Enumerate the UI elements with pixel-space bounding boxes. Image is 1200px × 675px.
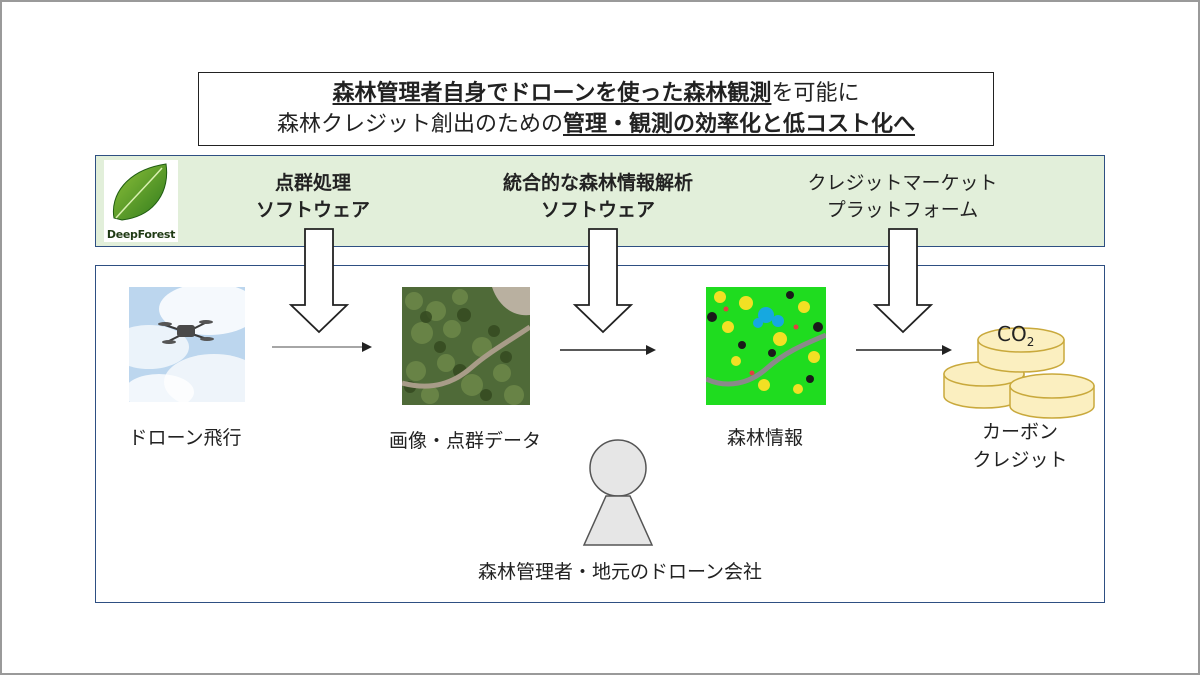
analysis-software-line1: 統合的な森林情報解析 xyxy=(502,172,693,194)
co2-text: CO xyxy=(997,322,1027,346)
title-line-2: 森林クレジット創出のための管理・観測の効率化と低コスト化へ xyxy=(199,109,993,140)
aerial-forest-image xyxy=(402,287,530,405)
forest-manager-label: 森林管理者・地元のドローン会社 xyxy=(477,561,763,583)
drone-flight-label: ドローン飛行 xyxy=(128,427,242,449)
person-icon xyxy=(582,439,654,546)
title-line-2-emphasis: 管理・観測の効率化と低コスト化へ xyxy=(563,112,916,137)
market-platform-label: クレジットマーケット プラットフォーム xyxy=(775,170,1030,224)
title-line-1-emphasis: 森林管理者自身でドローンを使った森林観測 xyxy=(332,81,772,106)
leaf-icon xyxy=(112,163,168,221)
carbon-credit-line1: カーボン xyxy=(981,421,1058,443)
point-cloud-software-line2: ソフトウェア xyxy=(255,199,370,221)
carbon-coin-stack xyxy=(943,327,1095,419)
market-platform-line1: クレジットマーケット xyxy=(807,172,998,194)
carbon-credit-line2: クレジット xyxy=(972,449,1068,471)
analysis-software-line2: ソフトウェア xyxy=(540,199,655,221)
down-arrow-market xyxy=(872,228,934,334)
forest-info-map xyxy=(706,287,826,405)
down-arrow-point-cloud xyxy=(288,228,350,334)
co2-label: CO2 xyxy=(997,322,1034,349)
drone-photo xyxy=(129,287,245,402)
co2-subscript: 2 xyxy=(1026,335,1035,349)
deepforest-logo: DeepForest xyxy=(104,160,178,242)
title-box: 森林管理者自身でドローンを使った森林観測を可能に 森林クレジット創出のための管理… xyxy=(198,72,994,146)
title-line-2-prefix: 森林クレジット創出のための xyxy=(276,112,563,137)
image-pointcloud-label: 画像・点群データ xyxy=(388,430,541,452)
logo-text: DeepForest xyxy=(106,228,176,241)
forest-info-label: 森林情報 xyxy=(726,427,803,449)
point-cloud-software-label: 点群処理 ソフトウェア xyxy=(228,170,398,224)
title-line-1: 森林管理者自身でドローンを使った森林観測を可能に xyxy=(199,78,993,109)
carbon-credit-label: カーボン クレジット xyxy=(950,418,1090,474)
title-line-1-rest: を可能に xyxy=(771,81,860,106)
market-platform-line2: プラットフォーム xyxy=(826,199,979,221)
down-arrow-analysis xyxy=(572,228,634,334)
point-cloud-software-line1: 点群処理 xyxy=(274,172,351,194)
analysis-software-label: 統合的な森林情報解析 ソフトウェア xyxy=(458,170,738,224)
drone-icon xyxy=(158,320,214,344)
